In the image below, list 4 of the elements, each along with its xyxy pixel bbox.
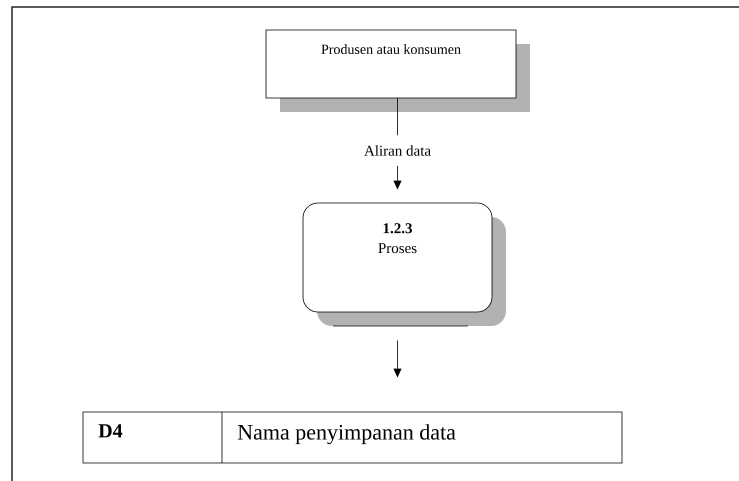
edge-label: Aliran data: [360, 135, 434, 166]
process-box: 1.2.3 Proses: [302, 202, 506, 326]
data-store: D4 Nama penyimpanan data: [82, 412, 622, 464]
entity-box: Produsen atau konsumen: [266, 30, 530, 112]
